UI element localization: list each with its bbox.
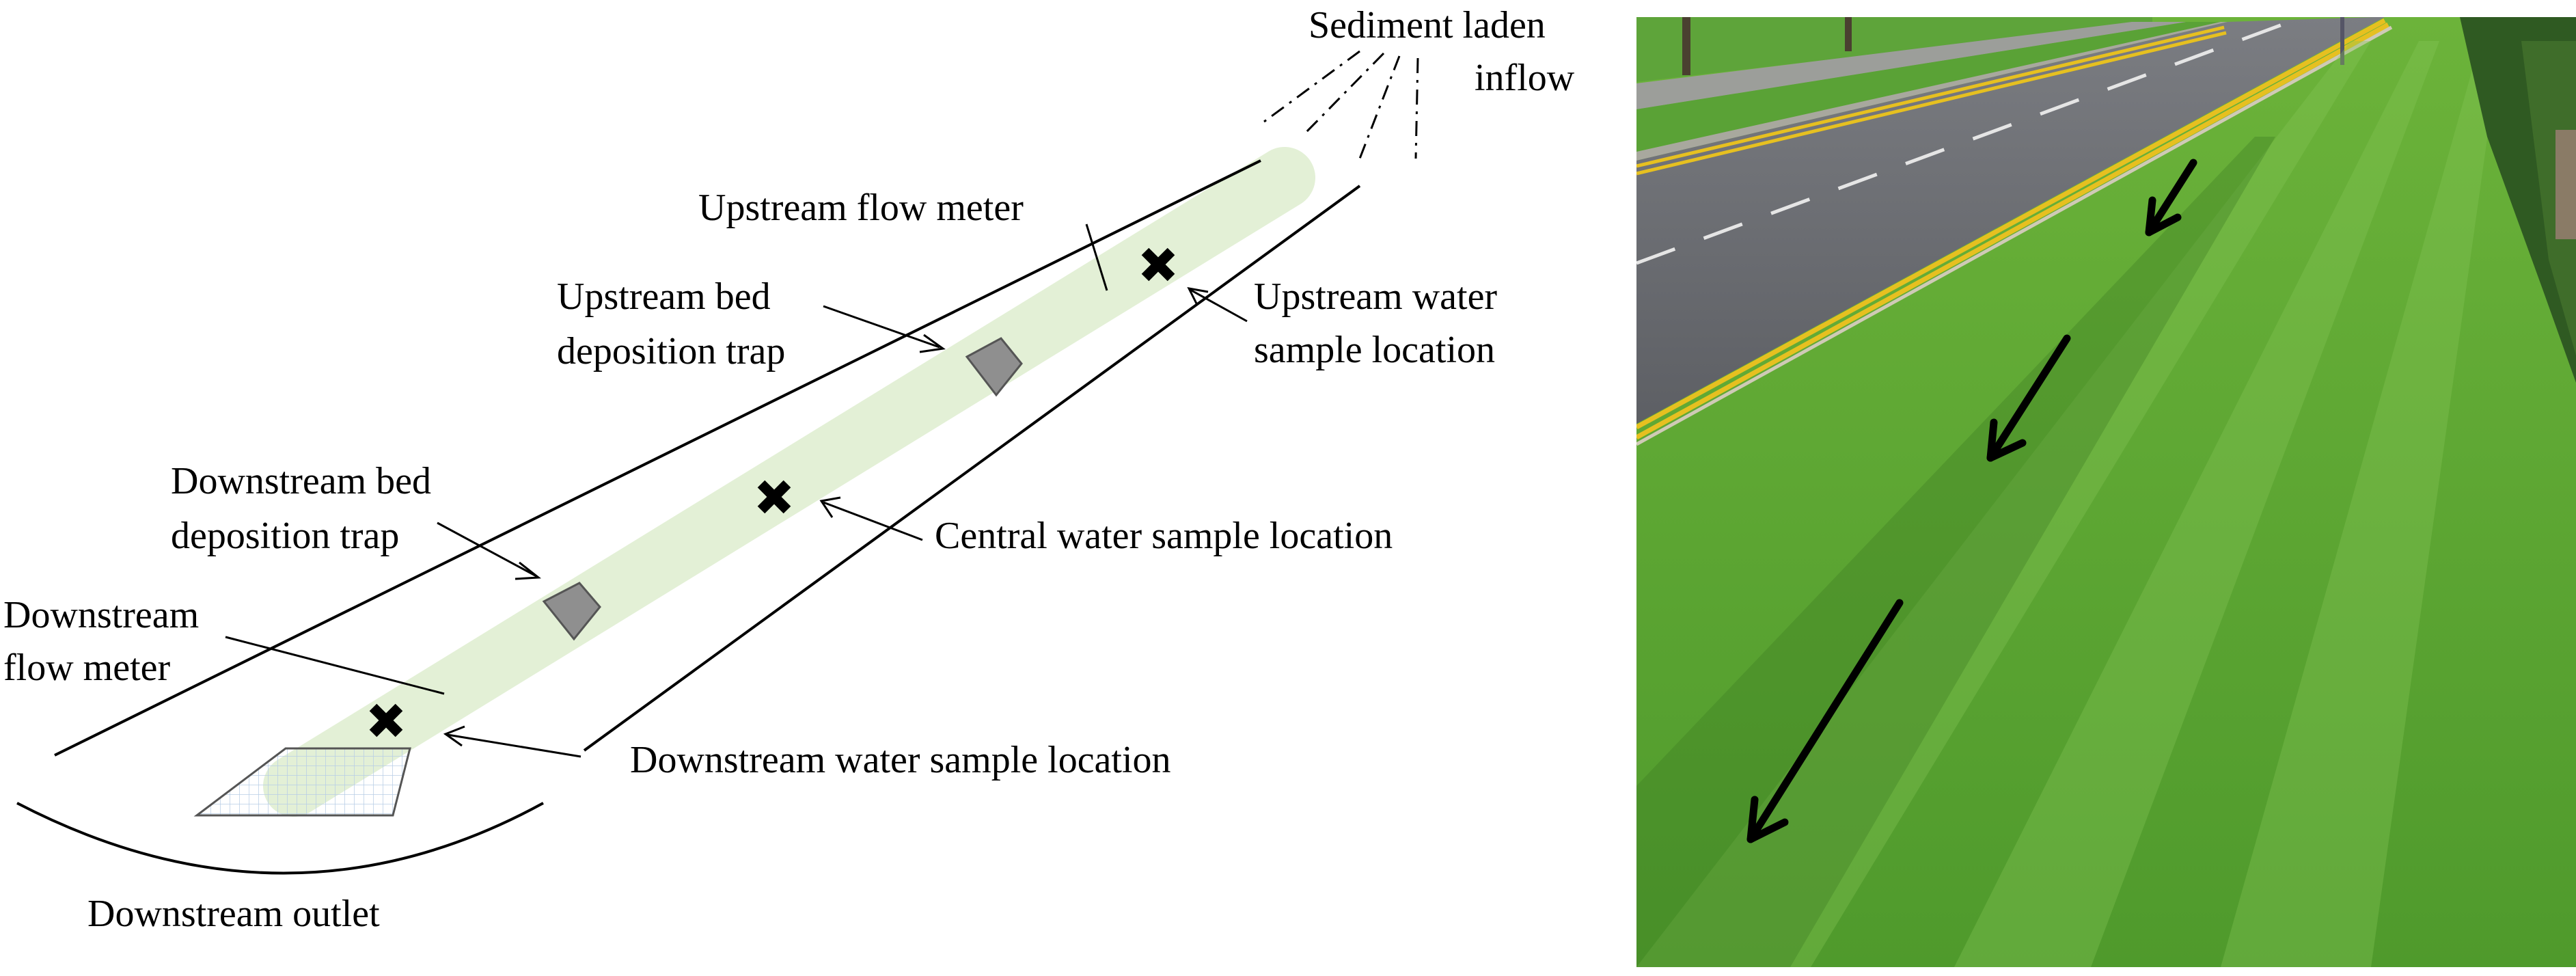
upstream-sample-marker [1141, 247, 1175, 282]
upstream-deposition-trap [965, 337, 1023, 397]
central-sample-label: Central water sample location [935, 515, 1393, 557]
downstream-outlet-curve [16, 802, 544, 875]
upstream-sample-label-line1: Upstream water [1254, 275, 1497, 318]
downstream-outlet-label: Downstream outlet [87, 893, 380, 935]
central-sample-leader [823, 501, 923, 541]
swale-photo [1636, 17, 2576, 967]
flow-arrows [1746, 159, 2197, 843]
downstream-flow-meter-label-line2: flow meter [3, 647, 170, 689]
downstream-sample-label: Downstream water sample location [630, 739, 1171, 781]
inflow-label-line2: inflow [1475, 57, 1575, 99]
swale-bank-left [54, 159, 1261, 757]
central-sample-marker [757, 480, 791, 514]
road [1636, 17, 2385, 424]
upstream-flow-meter-leader [1085, 223, 1108, 291]
upstream-sample-label-line2: sample location [1254, 329, 1495, 371]
downstream-trap-leader [437, 521, 537, 578]
flow-channel [263, 147, 1315, 817]
swale-channel [1636, 137, 2275, 967]
upstream-trap-label-line1: Upstream bed [557, 275, 771, 318]
swale-bank-right [583, 185, 1361, 752]
flow-arrow-1 [2145, 159, 2197, 236]
upstream-sample-leader [1190, 288, 1248, 323]
far-verge [1636, 17, 2152, 82]
downstream-deposition-trap [542, 582, 601, 641]
leader-lines [225, 223, 1248, 758]
upstream-trap-leader [823, 305, 940, 349]
road-centre-line [1636, 17, 2303, 265]
downstream-flow-meter-leader [225, 636, 445, 695]
outlet-grate [193, 747, 411, 817]
inflow-label-line1: Sediment laden [1308, 4, 1546, 46]
flow-arrow-2 [1986, 334, 2071, 462]
upstream-trap-label-line2: deposition trap [557, 330, 785, 372]
downstream-flow-meter-label-line1: Downstream [3, 594, 199, 636]
downstream-trap-label-line1: Downstream bed [171, 460, 431, 502]
swale-diagram: Sediment laden inflow Upstream flow mete… [3, 4, 1575, 935]
upstream-flow-meter-label: Upstream flow meter [698, 187, 1024, 229]
downstream-sample-marker [369, 703, 403, 737]
road-edge-line [1636, 18, 2386, 430]
downstream-sample-leader [447, 733, 581, 758]
flow-arrow-3 [1746, 599, 1904, 843]
inflow-lines [1263, 50, 1419, 159]
downstream-trap-label-line2: deposition trap [171, 515, 399, 557]
